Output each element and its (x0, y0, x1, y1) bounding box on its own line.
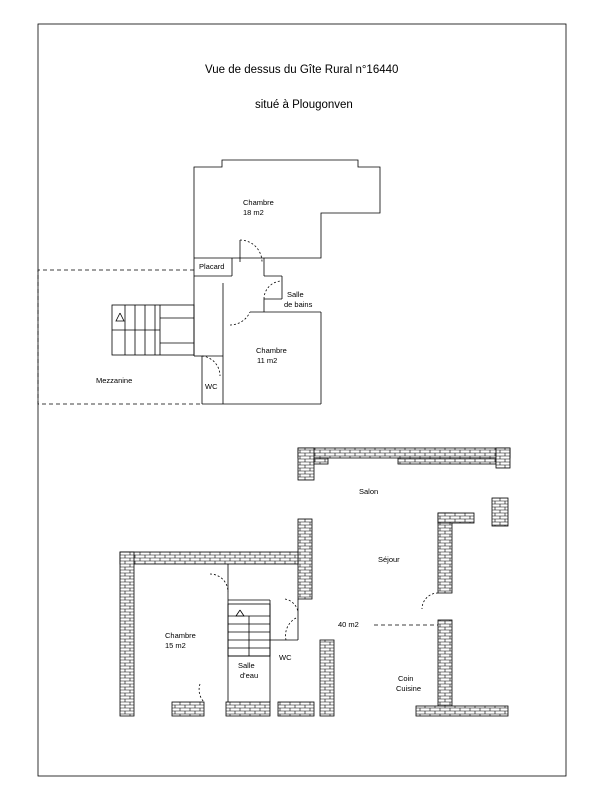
label-surface: 40 m2 (338, 620, 359, 629)
upper-staircase (111, 304, 195, 356)
door-swing (198, 683, 205, 703)
label-coin: Coin (398, 674, 413, 683)
label-wc-upper: WC (205, 382, 218, 391)
brick-wall (297, 447, 315, 481)
upper-floor-plan (37, 159, 381, 405)
brick-wall (171, 701, 205, 717)
label-chambre-11-area: 11 m2 (257, 356, 277, 365)
label-cuisine: Cuisine (396, 684, 421, 693)
label-salle-deau-2: d'eau (240, 671, 258, 680)
label-chambre-11: Chambre (256, 346, 287, 355)
page-border (37, 23, 567, 777)
brick-wall (437, 512, 475, 524)
door-swing (421, 592, 439, 610)
ground-floor-plan (119, 447, 511, 717)
brick-wall (277, 701, 315, 717)
ground-staircase (227, 603, 271, 657)
brick-wall (397, 457, 497, 465)
brick-wall (225, 701, 271, 717)
brick-wall (437, 512, 453, 594)
brick-wall (297, 447, 511, 459)
door-swing (201, 355, 221, 377)
label-salle-de-bains: Salle (287, 290, 304, 299)
door-swing (284, 598, 299, 613)
label-chambre-15: Chambre (165, 631, 196, 640)
label-placard: Placard (199, 262, 224, 271)
brick-wall (437, 619, 453, 713)
label-salle-de-bains-2: de bains (284, 300, 313, 309)
brick-wall (415, 705, 509, 717)
brick-wall (491, 497, 509, 527)
door-swing (239, 239, 263, 263)
door-swing (263, 280, 283, 300)
label-chambre-18: Chambre (243, 198, 274, 207)
brick-wall (313, 457, 329, 465)
ground-partitions (198, 564, 439, 703)
mezzanine-outline (37, 269, 202, 405)
label-salon: Salon (359, 487, 378, 496)
label-chambre-18-area: 18 m2 (243, 208, 264, 217)
label-sejour: Séjour (378, 555, 400, 564)
door-swing (285, 617, 297, 641)
brick-wall (119, 551, 135, 717)
brick-wall (119, 551, 299, 565)
upper-outer-wall (193, 159, 381, 259)
plan-subtitle: situé à Plougonven (255, 99, 353, 111)
door-swing (229, 311, 251, 326)
brick-wall (495, 447, 511, 469)
label-wc-ground: WC (279, 653, 292, 662)
plan-title: Vue de dessus du Gîte Rural n°16440 (205, 64, 399, 76)
brick-wall (297, 518, 313, 600)
label-chambre-15-area: 15 m2 (165, 641, 186, 650)
door-swing (209, 573, 229, 593)
label-mezzanine: Mezzanine (96, 376, 132, 385)
brick-wall (319, 639, 335, 717)
label-salle-deau: Salle (238, 661, 255, 670)
